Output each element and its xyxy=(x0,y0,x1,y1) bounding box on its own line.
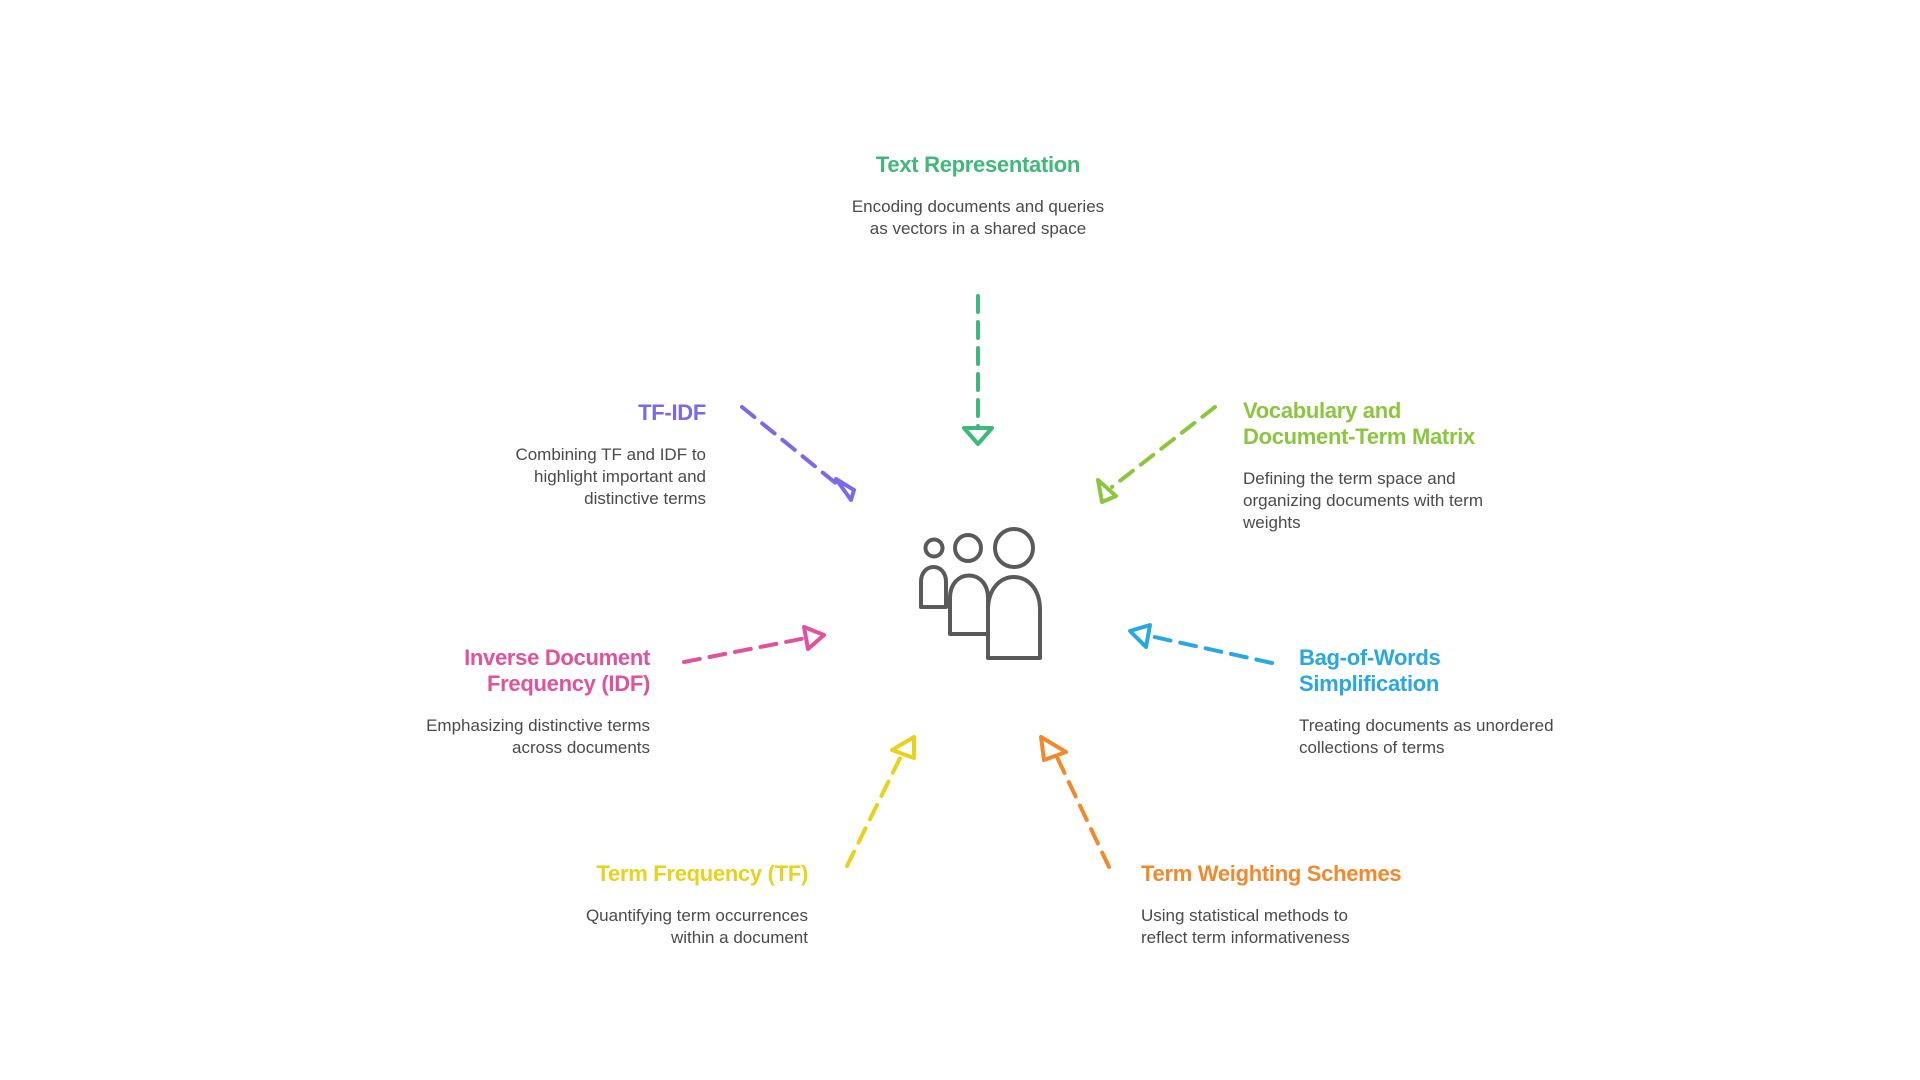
node-description: Defining the term space and organizing d… xyxy=(1243,469,1484,532)
arrow-term-frequency xyxy=(845,735,916,868)
people-group-icon xyxy=(919,527,1042,660)
node-title: Text Representation xyxy=(875,152,1081,177)
node-term-weighting: Term Weighting Schemes Using statistical… xyxy=(1141,861,1431,949)
node-description: Combining TF and IDF to highlight import… xyxy=(515,445,706,508)
node-title: Term Weighting Schemes xyxy=(1141,861,1402,886)
arrow-text-representation xyxy=(962,294,994,446)
arrow-idf xyxy=(682,625,826,664)
node-description: Emphasizing distinctive terms across doc… xyxy=(426,716,650,757)
arrow-vocabulary xyxy=(1096,405,1217,504)
node-description: Using statistical methods to reflect ter… xyxy=(1141,906,1350,947)
node-description: Quantifying term occurrences within a do… xyxy=(585,906,808,947)
arrow-bag-of-words xyxy=(1128,623,1274,665)
node-text-representation: Text Representation Encoding documents a… xyxy=(848,152,1108,240)
node-title: TF-IDF xyxy=(638,400,706,425)
arrow-tf-idf xyxy=(740,405,856,502)
node-description: Treating documents as unordered collecti… xyxy=(1299,716,1554,757)
node-term-frequency: Term Frequency (TF) Quantifying term occ… xyxy=(538,861,808,949)
node-title: Term Frequency (TF) xyxy=(596,861,809,886)
node-bag-of-words: Bag-of-Words Simplification Treating doc… xyxy=(1299,645,1579,759)
node-description: Encoding documents and queries as vector… xyxy=(851,197,1105,238)
node-title: Bag-of-Words Simplification xyxy=(1299,645,1441,696)
node-title: Vocabulary and Document-Term Matrix xyxy=(1243,398,1475,449)
node-tf-idf: TF-IDF Combining TF and IDF to highlight… xyxy=(496,400,706,510)
node-title: Inverse Document Frequency (IDF) xyxy=(464,645,650,696)
node-idf: Inverse Document Frequency (IDF) Emphasi… xyxy=(390,645,650,759)
node-vocabulary: Vocabulary and Document-Term Matrix Defi… xyxy=(1243,398,1503,534)
arrow-term-weighting xyxy=(1039,735,1111,869)
